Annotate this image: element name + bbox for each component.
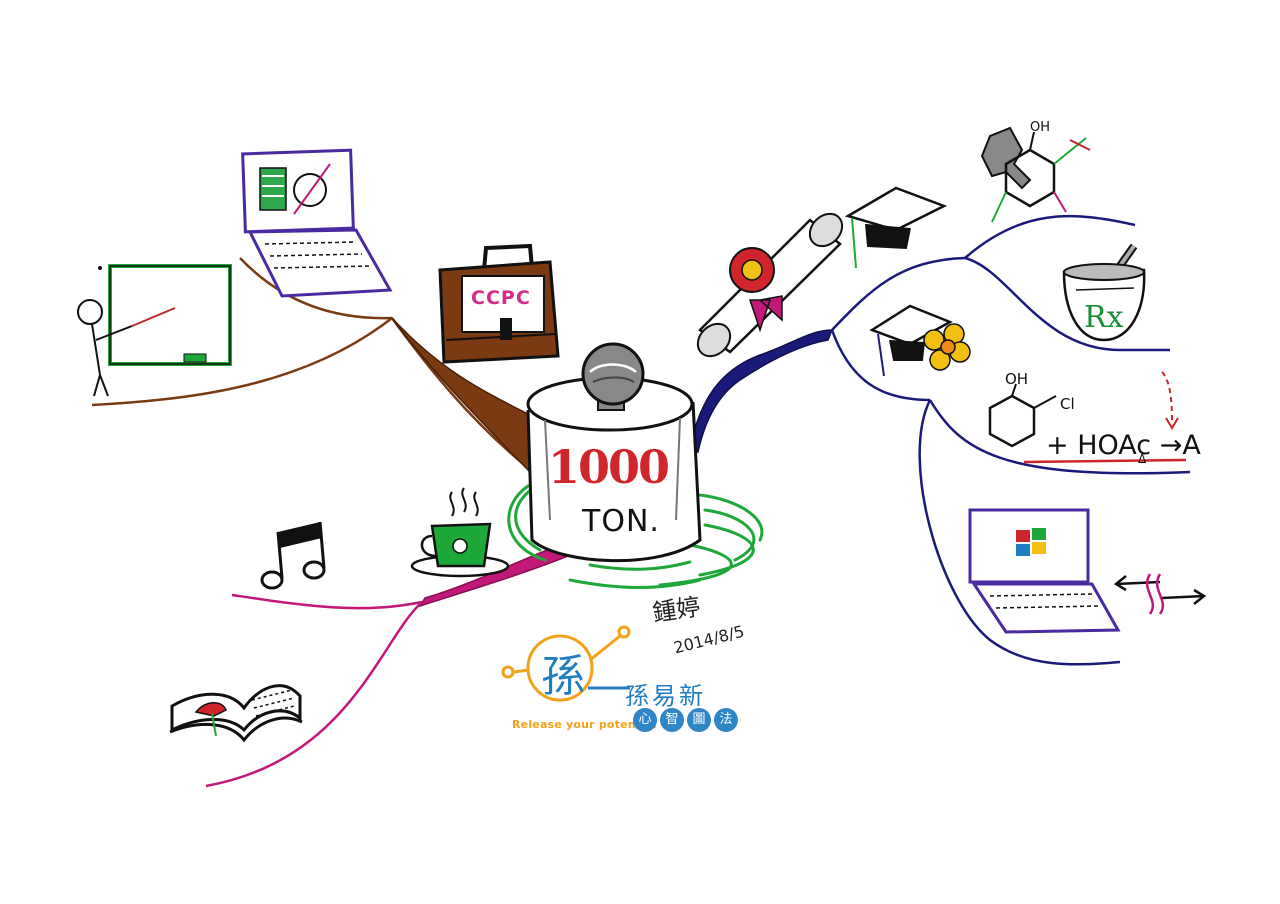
- navy-branch-thick: [689, 329, 834, 454]
- briefcase-icon: [438, 243, 560, 364]
- equilibrium-arrows-icon: [1113, 573, 1207, 615]
- phenol-molecule-top-icon: [991, 131, 1091, 223]
- navy-branches: [830, 214, 1191, 666]
- brand-logo-icon: [501, 625, 631, 702]
- briefcase-label: CCPC: [471, 287, 531, 309]
- pot-number-label: 1000: [548, 440, 670, 494]
- graduation-cap-upper-icon: [844, 186, 948, 269]
- magenta-branch-thick: [418, 544, 570, 608]
- laptop-upper-icon: [241, 148, 393, 298]
- signature-name: 鍾婷: [650, 592, 703, 628]
- green-ripples: [507, 482, 764, 589]
- magenta-branches: [205, 593, 423, 788]
- coffee-cup-icon: [410, 487, 510, 578]
- brand-logo-char: 孫: [541, 651, 585, 702]
- flower-icon: [923, 323, 971, 371]
- oh-top-label: OH: [1030, 120, 1051, 135]
- mortar-pestle-icon: [1062, 243, 1146, 342]
- graduation-cap-lower-icon: [869, 304, 953, 377]
- oh-mid-label: OH: [1005, 370, 1029, 388]
- cl-mid-label: Cl: [1060, 395, 1075, 413]
- music-note-icon: [260, 521, 326, 590]
- phenol-molecule-mid-icon: [988, 371, 1187, 464]
- reaction-label: + HOAc →A: [1046, 430, 1201, 461]
- pot-unit-label: TON.: [582, 504, 660, 539]
- wrench-icon: [980, 126, 1032, 190]
- rx-label: Rx: [1084, 300, 1124, 335]
- laptop-lower-icon: [968, 508, 1121, 634]
- open-book-icon: [169, 684, 303, 743]
- brand-subtitle-char: 智: [660, 708, 684, 732]
- diploma-scroll-icon: [696, 212, 844, 358]
- brand-subtitle: 心智圖法: [633, 708, 741, 732]
- brand-name: 孫易新: [625, 682, 706, 710]
- delta-label: Δ: [1138, 452, 1147, 466]
- central-pot: [526, 342, 702, 563]
- brand-subtitle-char: 心: [633, 708, 657, 732]
- teacher-whiteboard-icon: [77, 264, 232, 397]
- brand-subtitle-char: 圖: [687, 708, 711, 732]
- brand-subtitle-char: 法: [714, 708, 738, 732]
- brand-slogan: Release your potential: [512, 718, 657, 731]
- brown-branch-thick: [391, 317, 541, 472]
